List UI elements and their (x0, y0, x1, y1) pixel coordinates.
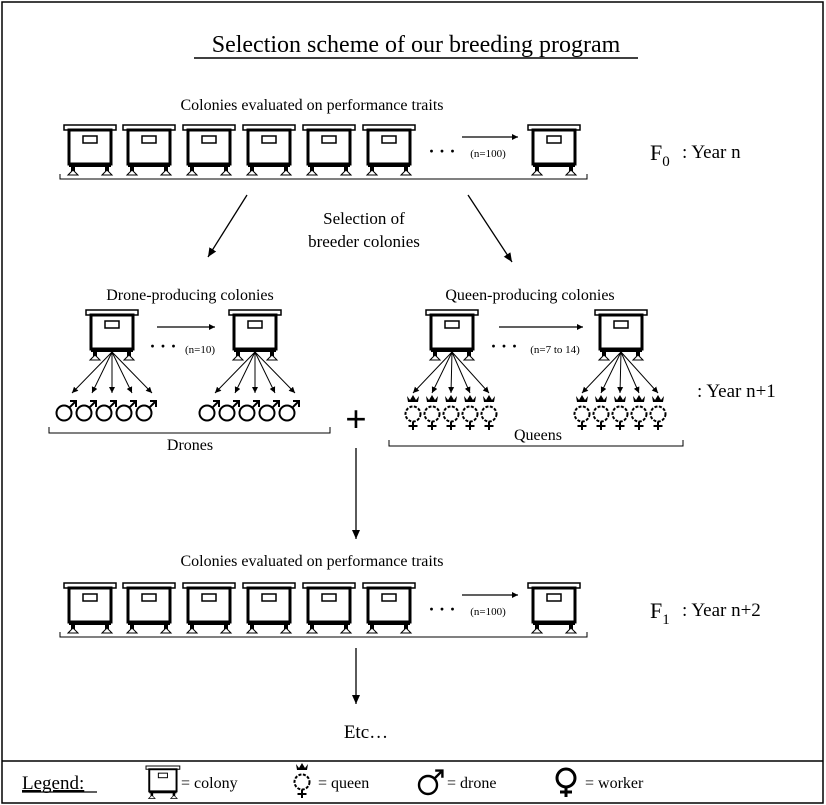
bottom-row-caption: Colonies evaluated on performance traits (180, 553, 443, 570)
bottom-row-bracket (59, 632, 588, 638)
selection-label-line1: Selection of (323, 209, 405, 228)
top-row-caption: Colonies evaluated on performance traits (180, 97, 443, 114)
queen-group-ellipsis: · · · (490, 336, 517, 356)
top-row-bracket (59, 174, 588, 180)
drone-fan-arrows-2 (214, 351, 296, 394)
middle-year-label: : Year n+1 (697, 381, 776, 402)
queen-group-count: (n=7 to 14) (530, 344, 580, 356)
legend: Legend: = colony = queen = drone = worke… (22, 762, 644, 800)
legend-drone-label: = drone (447, 775, 496, 792)
top-row-generation: F0 (650, 140, 670, 170)
queens-bracket (388, 440, 684, 447)
etc-label: Etc… (344, 722, 388, 743)
top-row-year: : Year n (682, 142, 741, 163)
queen-fan-arrows-2 (581, 351, 659, 394)
drones-bracket (48, 427, 331, 434)
legend-queen-label: = queen (318, 775, 369, 792)
drone-group-ellipsis: · · · (149, 336, 176, 356)
bottom-row-count: (n=100) (470, 606, 506, 618)
bottom-row-year: : Year n+2 (682, 600, 761, 621)
arrow-icon (207, 194, 248, 258)
bottom-row-ellipsis: · · · (428, 599, 455, 619)
queen-fan-arrows-1 (412, 351, 490, 394)
drone-fan-arrows-1 (71, 351, 153, 394)
selection-label-line2: breeder colonies (308, 232, 420, 251)
legend-title: Legend: (22, 773, 84, 794)
plus-sign: + (345, 399, 367, 441)
page-title: Selection scheme of our breeding program (212, 32, 621, 58)
queen-group-caption: Queen-producing colonies (445, 287, 614, 304)
arrow-icon (467, 194, 513, 263)
legend-colony-label: = colony (181, 775, 238, 792)
drone-group-caption: Drone-producing colonies (106, 287, 274, 304)
bottom-row-generation: F1 (650, 598, 670, 628)
drone-group-count: (n=10) (185, 344, 215, 356)
top-row-count: (n=100) (470, 148, 506, 160)
top-row-ellipsis: · · · (428, 141, 455, 161)
legend-worker-label: = worker (585, 775, 644, 792)
drones-bracket-label: Drones (167, 437, 213, 454)
queens-bracket-label: Queens (514, 427, 562, 444)
